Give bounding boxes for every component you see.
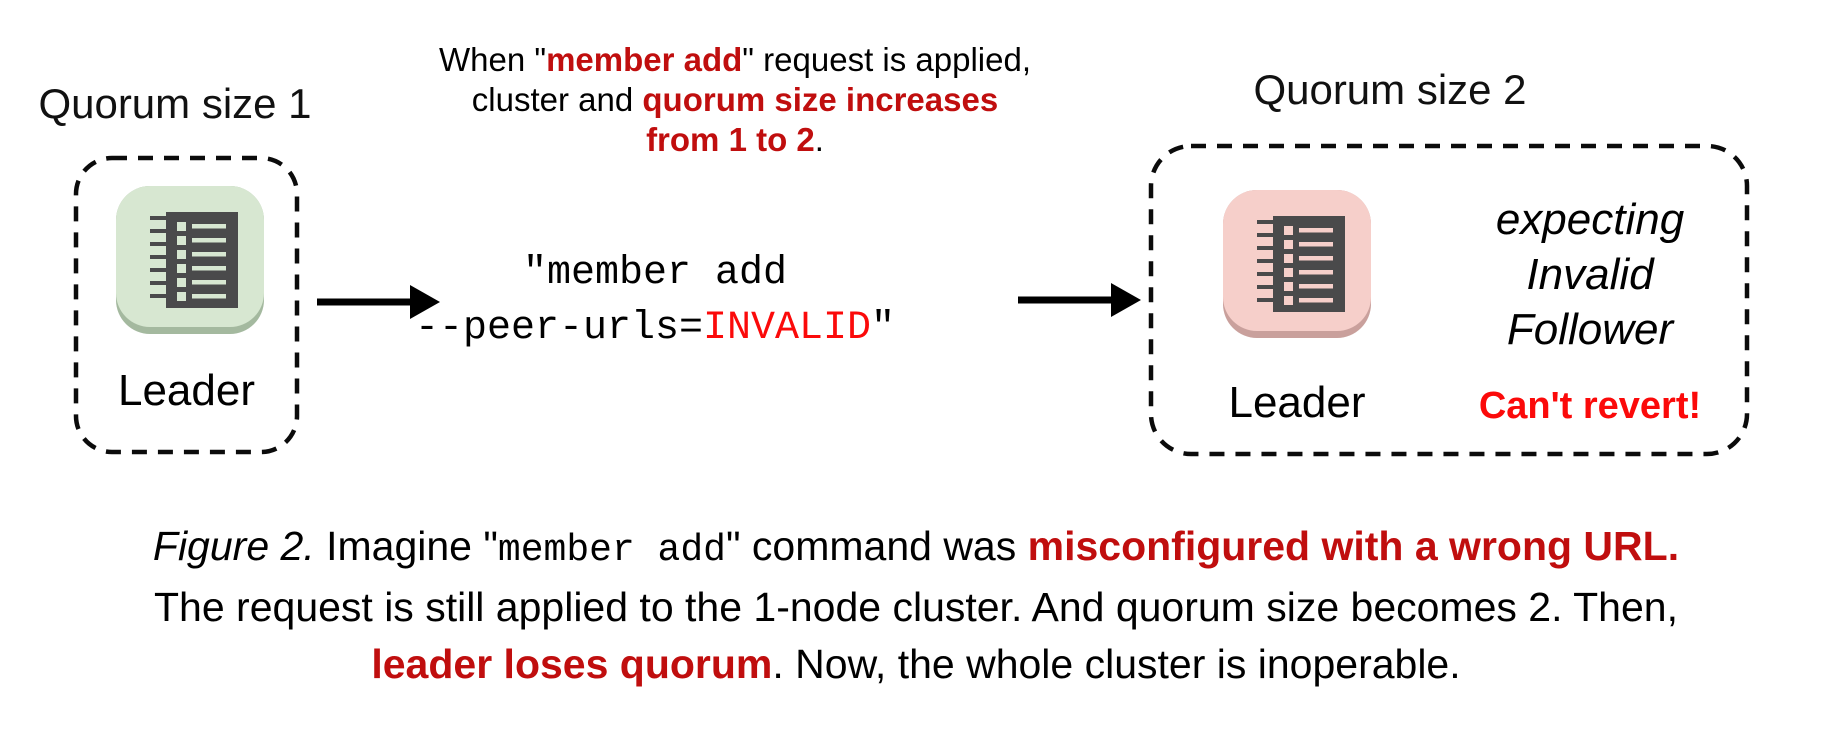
ledger-glyph <box>1257 216 1345 312</box>
left-node-label: Leader <box>117 366 255 415</box>
right-node-label: Leader <box>1228 378 1366 427</box>
top-annotation: When "member add" request is applied, cl… <box>400 40 1070 160</box>
etcd-log-icon <box>1223 190 1371 338</box>
command-line2: --peer-urls=INVALID" <box>330 301 980 356</box>
text-run: . Now, the whole cluster is inoperable. <box>772 641 1461 687</box>
member-add-command: "member add --peer-urls=INVALID" <box>330 246 980 356</box>
right-cluster-title: Quorum size 2 <box>1253 66 1527 113</box>
text-run: --peer-urls= <box>414 306 703 351</box>
text-run-red: from 1 to 2 <box>646 121 815 158</box>
text-run: . <box>814 121 824 158</box>
text-run-red: quorum size increases <box>642 81 999 118</box>
note-line: Follower <box>1506 305 1674 354</box>
text-run-red: member add <box>546 41 743 78</box>
etcd-log-icon <box>116 186 264 334</box>
dashed-border <box>73 155 300 455</box>
top-annotation-line1: When "member add" request is applied, <box>400 40 1070 80</box>
ledger-glyph <box>150 212 238 308</box>
left-cluster-title: Quorum size 1 <box>38 80 312 127</box>
figure-label: Figure 2. <box>152 523 315 569</box>
text-run-code: member add <box>497 529 726 572</box>
text-run: cluster and <box>471 81 643 118</box>
dashed-border <box>1148 143 1750 457</box>
top-annotation-line2: cluster and quorum size increases <box>400 80 1070 120</box>
caption-line2: The request is still applied to the 1-no… <box>154 584 1678 630</box>
arrow-right-icon <box>315 280 441 324</box>
cant-revert-warning: Can't revert! <box>1478 385 1702 427</box>
top-annotation-line3: from 1 to 2. <box>400 120 1070 160</box>
text-run-invalid: INVALID <box>703 306 872 351</box>
figure-caption: Figure 2. Imagine "member add" command w… <box>0 518 1832 693</box>
text-run-red: leader loses quorum <box>371 641 773 687</box>
right-cluster-boundary <box>1148 143 1750 457</box>
text-run: " command was <box>725 523 1028 569</box>
text-run: " <box>871 306 896 351</box>
arrow-right-icon <box>1016 278 1142 322</box>
note-line: expecting <box>1495 195 1685 244</box>
text-run: " request is applied, <box>742 41 1032 78</box>
expecting-invalid-follower-note: expecting Invalid Follower <box>1420 192 1760 357</box>
text-run: Imagine " <box>314 523 498 569</box>
note-line: Invalid <box>1526 250 1654 299</box>
command-line1: "member add <box>522 251 788 296</box>
text-run: When " <box>438 41 547 78</box>
caption-line3: leader loses quorum. Now, the whole clus… <box>0 636 1832 693</box>
caption-line1: Figure 2. Imagine "member add" command w… <box>0 518 1832 579</box>
left-cluster-boundary <box>73 155 300 455</box>
text-run-red: misconfigured with a wrong URL. <box>1027 523 1680 569</box>
